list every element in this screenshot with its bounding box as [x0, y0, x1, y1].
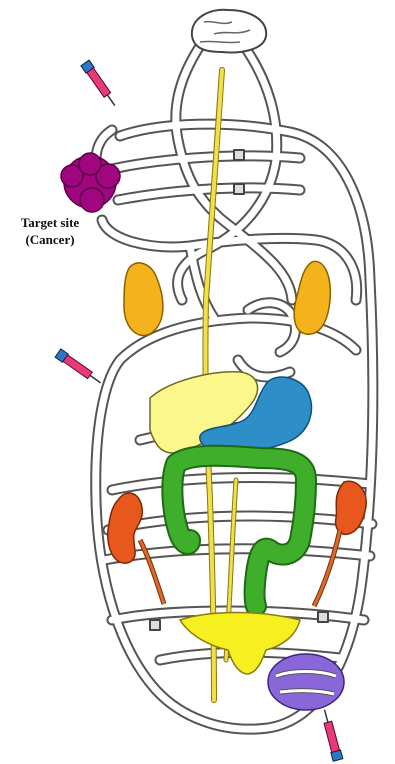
target-site-label-line1: Target site: [0, 214, 100, 231]
syringe-icon-2: [55, 349, 103, 387]
thyroid-gland-right: [294, 261, 330, 334]
syringe-icon-3: [320, 708, 343, 761]
target-site-label: Target site (Cancer): [0, 214, 100, 248]
brain-icon: [192, 10, 266, 53]
thyroid-gland-left: [124, 263, 163, 336]
target-site-label-line2: (Cancer): [0, 231, 100, 248]
injection-site: [268, 654, 344, 710]
tumor-icon: [61, 153, 120, 212]
syringe-icon: [81, 60, 119, 108]
